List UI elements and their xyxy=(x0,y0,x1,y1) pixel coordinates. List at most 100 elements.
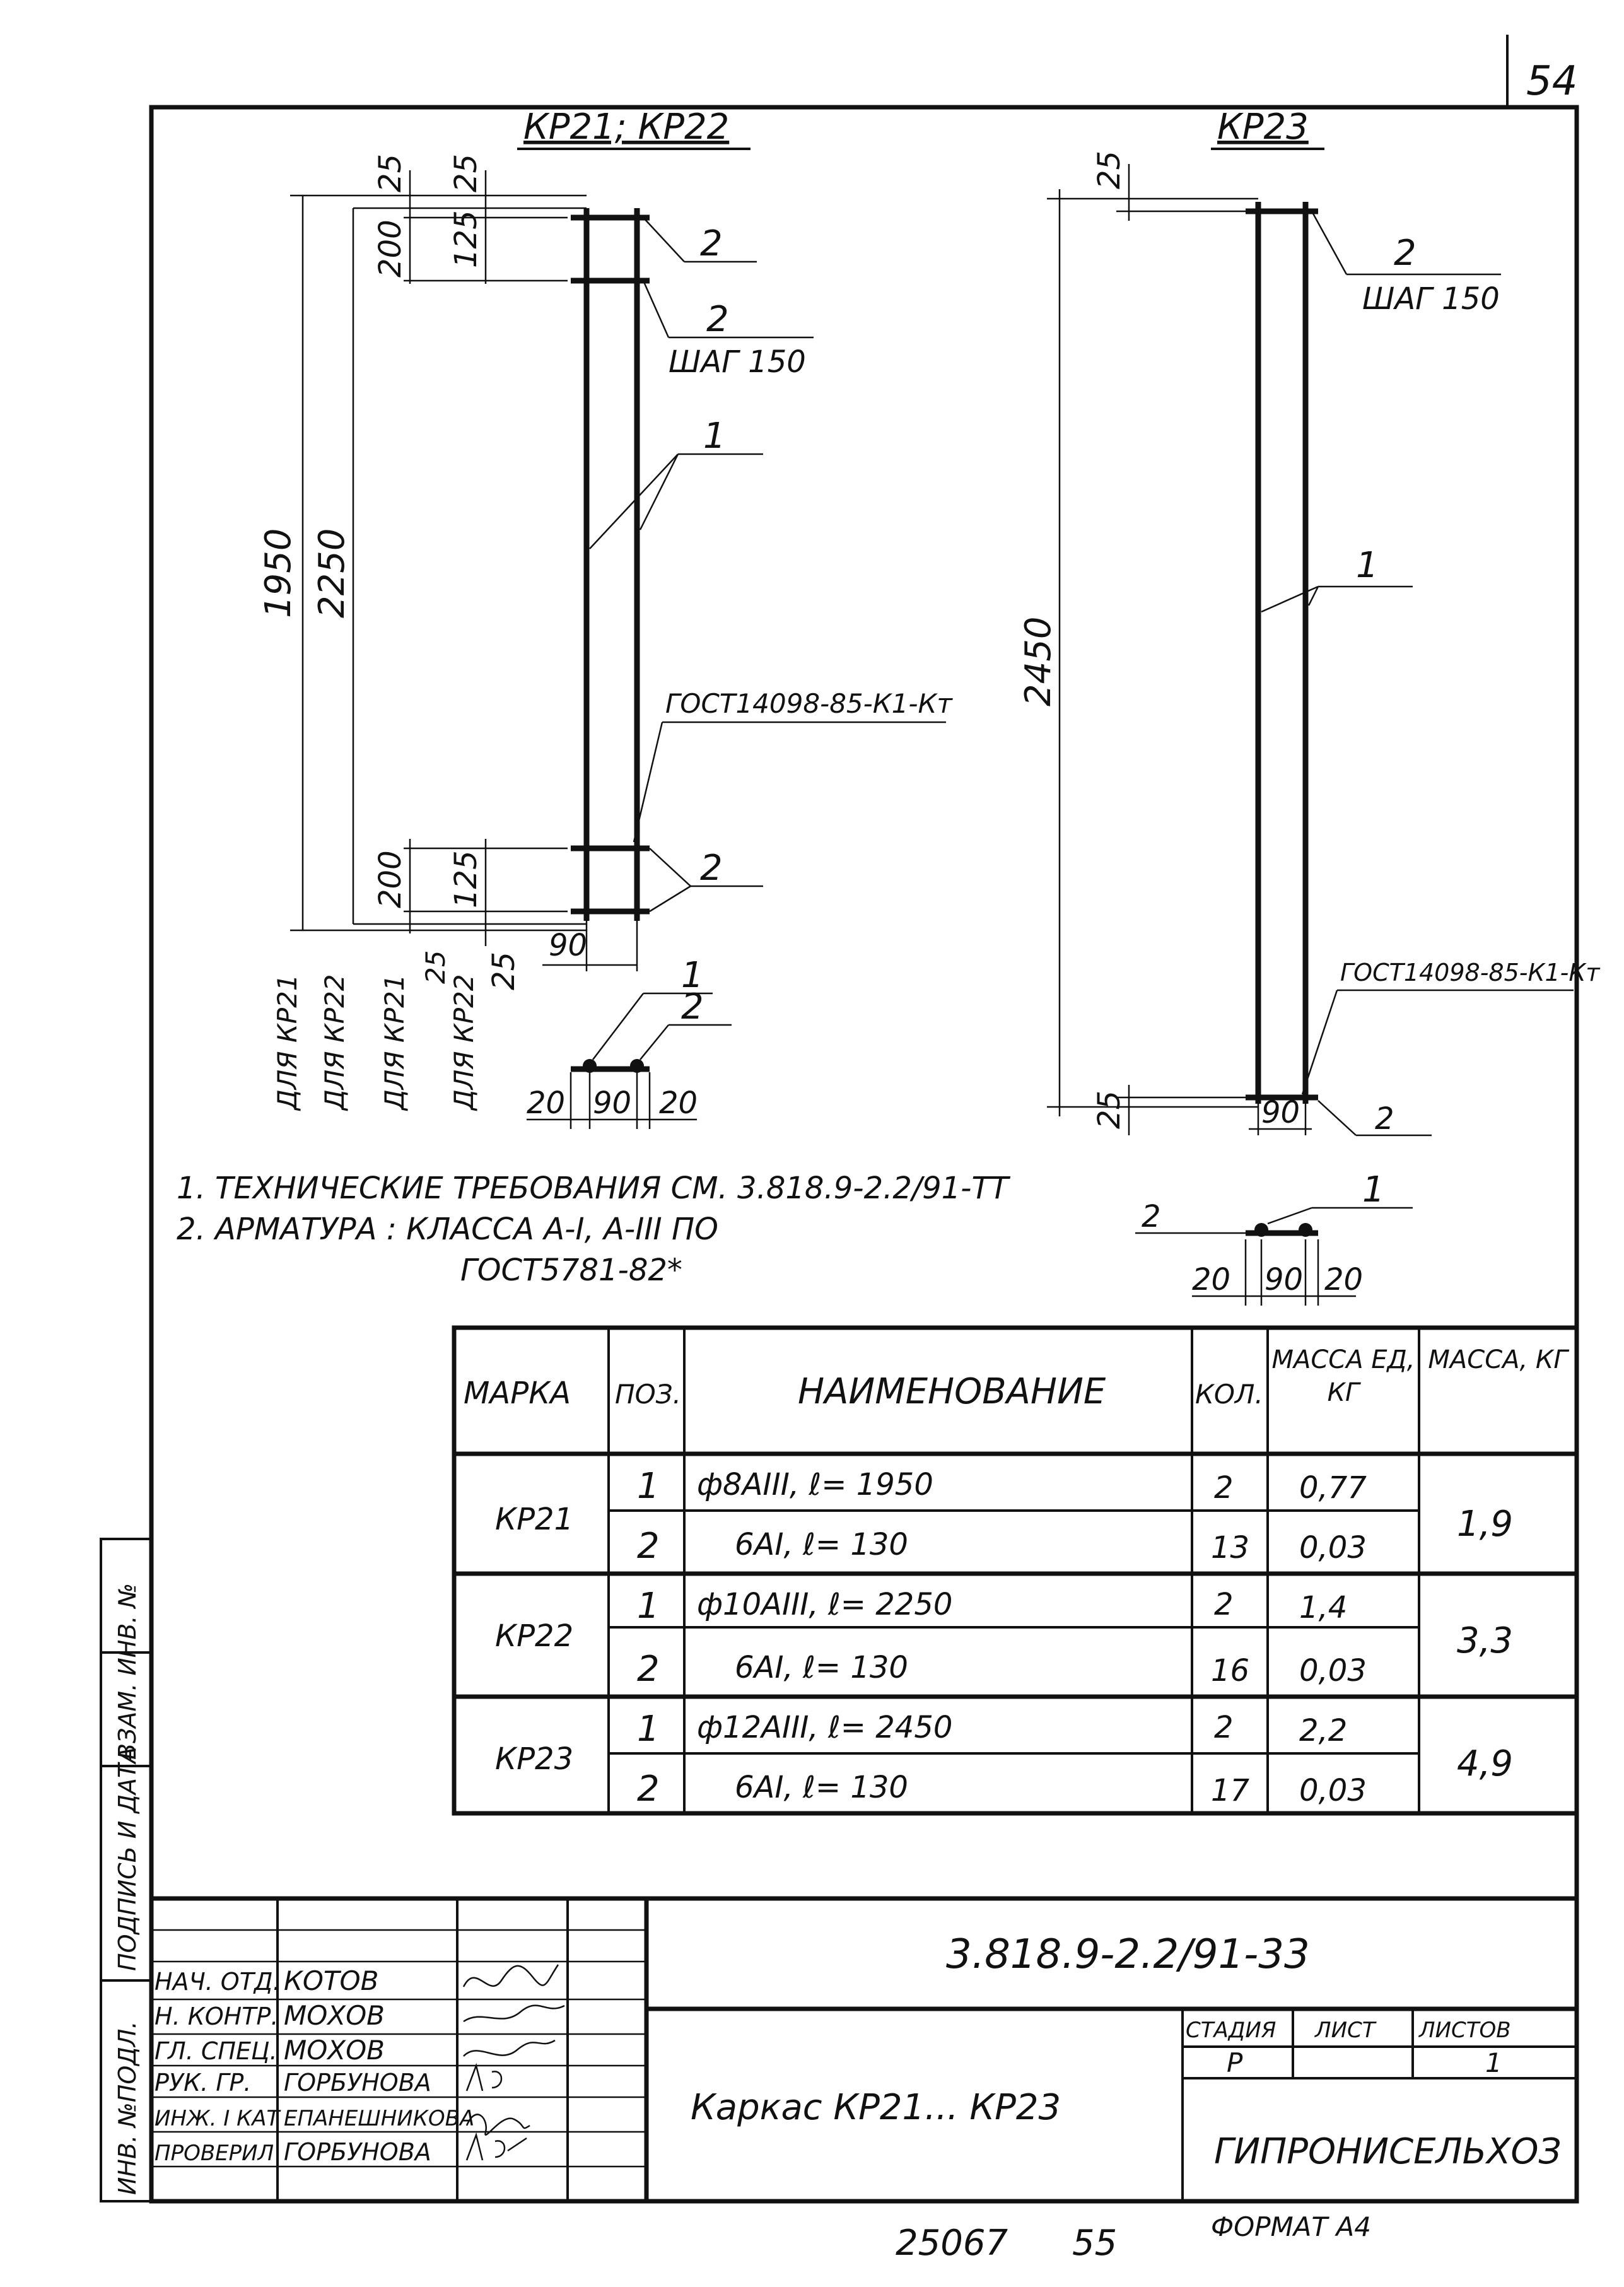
header-total-mass: МАССА, КГ xyxy=(1428,1345,1568,1374)
for-label-3: ДЛЯ КР21 xyxy=(379,974,410,1111)
signer-role-5: ИНЖ. I КАТ xyxy=(155,2106,281,2131)
dim-spacing-125-bottom: 125 xyxy=(448,850,484,908)
unit-mass-kp22-2: 0,03 xyxy=(1299,1653,1367,1688)
signer-role-2: Н. КОНТР. xyxy=(155,2003,278,2030)
signer-name-2: МОХОВ xyxy=(284,2000,385,2031)
header-name: НАИМЕНОВАНИЕ xyxy=(798,1371,1106,1412)
pos-label-bottom: 2 xyxy=(700,848,723,889)
section-kp23: 1 2 20 90 20 xyxy=(1135,1169,1413,1306)
dim-length-1950: 1950 xyxy=(258,528,299,618)
stage-value: Р xyxy=(1227,2047,1243,2078)
dim-top-kp23: 25 xyxy=(1092,151,1127,189)
dim-spacing-125-top: 125 xyxy=(448,210,484,268)
name-kp22-1: ф10АIII, ℓ= 2250 xyxy=(697,1587,952,1622)
doc-code: 3.818.9-2.2/91-33 xyxy=(946,1931,1310,1978)
pos-label-step: 2 xyxy=(706,299,729,340)
unit-mass-kp23-2: 0,03 xyxy=(1299,1773,1367,1808)
dim-bottom-kp23: 25 xyxy=(1092,1091,1127,1129)
dim-width-90-kp23: 90 xyxy=(1261,1095,1300,1130)
view-kp21-kp22: КР21; КР22 25 25 200 125 1950 2250 200 xyxy=(258,107,953,1129)
qty-kp22-2: 16 xyxy=(1211,1653,1249,1688)
dim-spacing-200-top: 200 xyxy=(373,219,408,278)
dim-length-2450: 2450 xyxy=(1018,616,1059,706)
section-dim-left-kp23: 20 xyxy=(1192,1262,1230,1297)
note-1: 1. ТЕХНИЧЕСКИЕ ТРЕБОВАНИЯ СМ. 3.818.9-2.… xyxy=(177,1171,1011,1206)
pos-label-bottom-kp23: 2 xyxy=(1375,1101,1394,1137)
section-dim-left: 20 xyxy=(527,1085,565,1121)
pos-kp21-1: 1 xyxy=(637,1466,660,1507)
pos-label-step-kp23: 2 xyxy=(1394,233,1417,274)
dim-width-90: 90 xyxy=(549,928,587,963)
drawing-title: Каркас КР21... КР23 xyxy=(691,2087,1061,2128)
name-kp23-2: 6АI, ℓ= 130 xyxy=(735,1770,908,1805)
signer-name-4: ГОРБУНОВА xyxy=(284,2069,431,2097)
dim-top-2: 25 xyxy=(448,154,484,192)
note-2: 2. АРМАТУРА : КЛАССА А-I, А-III ПО xyxy=(177,1212,718,1247)
organization: ГИПРОНИСЕЛЬХОЗ xyxy=(1214,2131,1561,2172)
signer-name-3: МОХОВ xyxy=(284,2035,385,2066)
step-label: ШАГ 150 xyxy=(669,344,806,380)
unit-mass-kp23-1: 2,2 xyxy=(1299,1713,1347,1748)
for-label-4: ДЛЯ КР22 xyxy=(448,974,479,1111)
gost-label: ГОСТ14098-85-К1-Кт xyxy=(665,688,953,719)
header-pos: ПОЗ. xyxy=(615,1379,681,1410)
dim-spacing-200-bottom: 200 xyxy=(373,850,408,908)
mark-kp21: КР21 xyxy=(495,1502,573,1537)
pos-label-bar-kp23: 1 xyxy=(1356,545,1379,586)
pos-kp23-2: 2 xyxy=(637,1769,660,1810)
side-stamp: ИНВ. №ПОДЛ. ПОДПИСЬ И ДАТА ВЗАМ. ИНВ. № xyxy=(100,1538,153,2202)
pos-kp22-1: 1 xyxy=(637,1586,660,1627)
footer-page: 55 xyxy=(1072,2223,1117,2264)
footer-code: 25067 xyxy=(896,2223,1008,2264)
for-label-2: ДЛЯ КР22 xyxy=(319,974,350,1111)
signer-name-6: ГОРБУНОВА xyxy=(284,2138,431,2166)
qty-kp21-1: 2 xyxy=(1214,1470,1234,1506)
dim-bottom-2: 25 xyxy=(486,952,522,990)
page-number: 54 xyxy=(1526,58,1577,105)
qty-kp23-2: 17 xyxy=(1211,1773,1250,1808)
unit-mass-kp22-1: 1,4 xyxy=(1299,1590,1347,1625)
mass-kp22: 3,3 xyxy=(1457,1620,1513,1661)
view-title-kp21-kp22: КР21; КР22 xyxy=(523,107,729,148)
pos-label-top: 2 xyxy=(700,223,723,264)
pos-kp22-2: 2 xyxy=(637,1649,660,1690)
view-title-kp23: КР23 xyxy=(1217,107,1309,148)
section-pos1-kp23: 1 xyxy=(1362,1169,1385,1210)
signer-role-1: НАЧ. ОТД. xyxy=(155,1968,281,1996)
signer-name-5: ЕПАНЕШНИКОВА xyxy=(284,2106,474,2131)
name-kp23-1: ф12АIII, ℓ= 2450 xyxy=(697,1710,952,1745)
qty-kp21-2: 13 xyxy=(1211,1530,1249,1565)
side-stamp-sign: ПОДПИСЬ И ДАТА xyxy=(114,1747,141,1971)
mark-kp22: КР22 xyxy=(495,1618,573,1654)
sheet-header: ЛИСТ xyxy=(1314,2018,1377,2043)
header-unit-mass: МАССА ЕД, КГ xyxy=(1271,1345,1415,1407)
unit-mass-kp21-1: 0,77 xyxy=(1299,1470,1367,1506)
name-kp21-1: ф8АIII, ℓ= 1950 xyxy=(697,1467,933,1502)
section-dim-mid-kp23: 90 xyxy=(1265,1262,1303,1297)
note-3: ГОСТ5781-82* xyxy=(460,1253,682,1288)
mark-kp23: КР23 xyxy=(495,1741,573,1777)
section-pos2: 2 xyxy=(681,986,704,1027)
notes: 1. ТЕХНИЧЕСКИЕ ТРЕБОВАНИЯ СМ. 3.818.9-2.… xyxy=(177,1171,1011,1288)
side-stamp-replace: ВЗАМ. ИНВ. № xyxy=(114,1583,141,1760)
dim-bottom-1: 25 xyxy=(420,950,451,984)
pos-kp21-2: 2 xyxy=(637,1526,660,1567)
section-dim-right: 20 xyxy=(659,1085,698,1121)
signer-role-3: ГЛ. СПЕЦ. xyxy=(155,2037,277,2065)
step-label-kp23: ШАГ 150 xyxy=(1362,281,1500,317)
dim-top-1: 25 xyxy=(373,154,408,192)
header-qty: КОЛ. xyxy=(1195,1379,1263,1410)
section-kp21-kp22: 1 2 20 90 20 xyxy=(527,955,732,1129)
pos-label-bar: 1 xyxy=(703,416,726,457)
mass-kp21: 1,9 xyxy=(1457,1504,1513,1545)
signer-name-1: КОТОВ xyxy=(284,1965,378,1996)
signer-role-4: РУК. ГР. xyxy=(155,2069,251,2097)
qty-kp23-1: 2 xyxy=(1214,1710,1234,1745)
unit-mass-kp21-2: 0,03 xyxy=(1299,1530,1367,1565)
view-kp23: КР23 25 2450 25 2 ШАГ 150 1 ГОСТ14098-85… xyxy=(1018,107,1601,1306)
name-kp22-2: 6АI, ℓ= 130 xyxy=(735,1650,908,1685)
sheets-value: 1 xyxy=(1485,2047,1502,2078)
qty-kp22-1: 2 xyxy=(1214,1587,1234,1622)
mass-kp23: 4,9 xyxy=(1457,1743,1513,1784)
